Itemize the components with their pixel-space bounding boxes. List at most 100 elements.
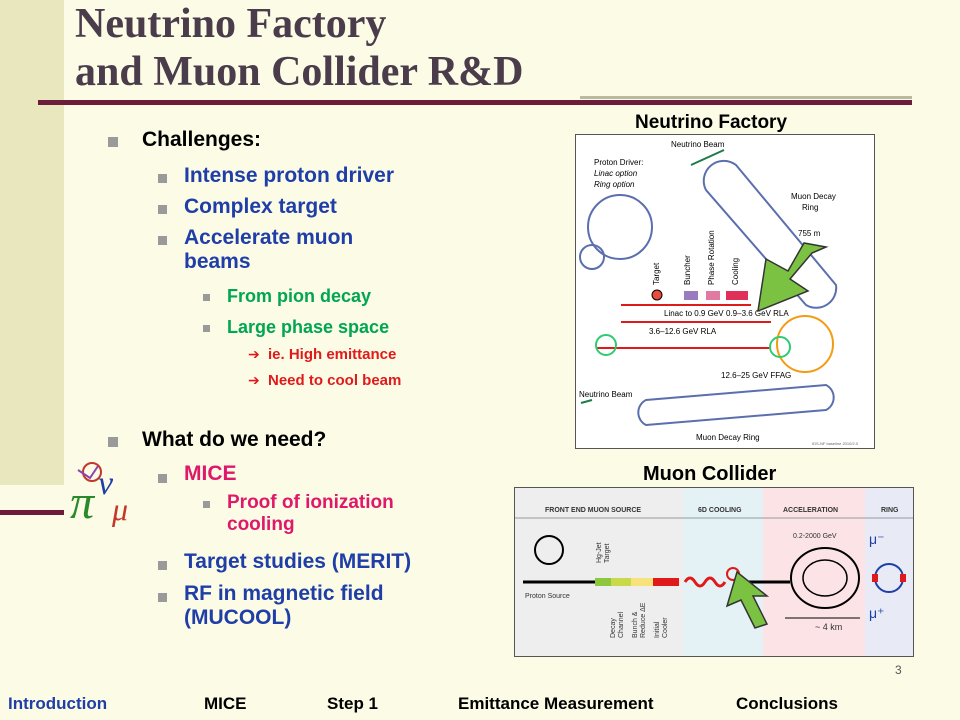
bullet-accelerate: Accelerate muon beams — [184, 226, 353, 274]
mc-ring-marker — [900, 574, 906, 582]
footer-conclusions[interactable]: Conclusions — [736, 694, 839, 713]
mc-initial-2: Cooler — [662, 617, 669, 638]
bullet-cool-beam: Need to cool beam — [268, 372, 402, 389]
bullet-rf-line-1: RF in magnetic field — [184, 582, 384, 605]
svg-text:π: π — [70, 476, 96, 528]
mc-cooling-wave — [683, 576, 727, 588]
bullet-proof-line-2: cooling — [227, 514, 295, 535]
mc-energy: 0.2-2000 GeV — [793, 533, 837, 540]
bullet-rf-line-2: (MUCOOL) — [184, 606, 292, 629]
bullet-square-icon — [108, 437, 118, 447]
mc-ring-label: RING — [881, 507, 899, 514]
bullet-complex-target: Complex target — [184, 195, 337, 218]
nf-beam-arrow-top — [690, 149, 725, 166]
nf-small-ring — [579, 244, 605, 270]
mc-ring-region — [865, 488, 913, 656]
svg-text:μ: μ — [111, 491, 128, 527]
nf-ffag-ring — [776, 315, 834, 373]
nf-neutrino-beam-bottom: Neutrino Beam — [579, 390, 633, 399]
bullet-square-icon — [158, 593, 167, 602]
nf-cooling-block — [726, 291, 748, 300]
nf-proton-ring — [587, 194, 653, 260]
mc-front-end-region — [515, 488, 683, 656]
mc-hgjet-2: Target — [604, 543, 611, 563]
mc-proton-source: Proton Source — [525, 593, 570, 600]
mc-channel-blocks — [595, 578, 679, 586]
right-arrow-icon: ➔ — [248, 346, 260, 362]
mc-decay-block — [595, 578, 611, 586]
nf-neutrino-beam-top: Neutrino Beam — [671, 140, 725, 149]
bullet-square-icon — [158, 236, 167, 245]
neutrino-factory-diagram: Neutrino Beam Proton Driver: Linac optio… — [575, 134, 875, 449]
nf-rla2: 3.6–12.6 GeV RLA — [649, 327, 717, 336]
footer-step1[interactable]: Step 1 — [327, 694, 379, 713]
mc-length: ~ 4 km — [815, 622, 842, 632]
mc-accel-ring-inner — [802, 559, 848, 597]
bullet-square-icon — [203, 325, 210, 332]
bullet-square-icon — [158, 561, 167, 570]
bullet-rf: RF in magnetic field (MUCOOL) — [184, 582, 384, 630]
sidebar-rule — [0, 510, 64, 515]
mc-accel-ring — [790, 547, 860, 609]
mc-decay-2: Channel — [618, 611, 625, 638]
nf-linac: Linac to 0.9 GeV — [664, 309, 724, 318]
bullet-pion-decay: From pion decay — [227, 286, 372, 306]
nf-rla1: 0.9–3.6 GeV RLA — [726, 309, 789, 318]
slide-title: Neutrino Factory and Muon Collider R&D — [75, 0, 523, 96]
bullet-proton-driver: Intense proton driver — [184, 164, 395, 187]
bullet-square-icon — [108, 137, 118, 147]
footer-mice[interactable]: MICE — [204, 694, 247, 713]
bullet-what-need: What do we need? — [142, 428, 327, 451]
nf-phase-rotation-label: Phase Rotation — [707, 230, 716, 285]
mc-green-arrow-icon — [725, 570, 770, 629]
bullet-square-icon — [203, 501, 210, 508]
mc-mu-plus: μ⁺ — [869, 605, 884, 621]
svg-text:ν: ν — [98, 465, 114, 502]
mice-logo-icon: π ν μ — [70, 462, 128, 528]
bullet-accelerate-line-2: beams — [184, 250, 251, 273]
nf-muon-decay-ring-bottom-shape — [637, 383, 835, 427]
footer-emittance[interactable]: Emittance Measurement — [458, 694, 654, 713]
nf-phase-rotation-block — [706, 291, 720, 300]
nf-muon-decay-ring-bottom: Muon Decay Ring — [696, 433, 760, 442]
mc-acceleration-label: ACCELERATION — [783, 507, 838, 514]
nf-buncher-label: Buncher — [683, 255, 692, 285]
nf-muon-decay-ring-1: Muon Decay — [791, 192, 836, 201]
mc-bunch-2: Reduce ΔE — [640, 602, 647, 638]
bullet-square-icon — [158, 174, 167, 183]
footer-nav: Introduction MICE Step 1 Emittance Measu… — [0, 692, 960, 720]
bullet-accelerate-line-1: Accelerate muon — [184, 226, 354, 249]
bullet-emittance: ie. High emittance — [268, 346, 397, 363]
title-line-2: and Muon Collider R&D — [75, 49, 524, 95]
title-rule — [38, 100, 912, 105]
nf-target-label: Target — [652, 262, 661, 285]
bullet-phase-space: Large phase space — [227, 317, 390, 337]
bullet-target-studies: Target studies (MERIT) — [184, 550, 412, 573]
nf-muon-decay-ring — [702, 159, 838, 309]
title-line-1: Neutrino Factory — [75, 1, 387, 47]
nf-distance: 755 m — [798, 229, 821, 238]
bullet-mice: MICE — [184, 462, 237, 485]
mc-diagram-title: Muon Collider — [643, 463, 777, 485]
bullet-square-icon — [203, 294, 210, 301]
nf-beam-arrow-bottom — [580, 399, 593, 404]
bullet-proof: Proof of ionization cooling — [227, 492, 394, 536]
mc-bunch-block — [631, 578, 653, 586]
footer-introduction[interactable]: Introduction — [8, 694, 108, 713]
nf-proton-driver: Proton Driver: — [594, 158, 643, 167]
nf-target-marker — [651, 289, 663, 301]
mc-proton-ring — [534, 535, 564, 565]
nf-credit: IDS-NF baseline 2010/2.0 — [812, 441, 859, 446]
bullet-square-icon — [158, 474, 167, 483]
mc-hgjet-1: Hg-Jet — [596, 542, 603, 563]
mc-cooling-region — [683, 488, 763, 656]
nf-green-loop — [769, 336, 791, 358]
mc-ring-marker — [872, 574, 878, 582]
bullet-challenges: Challenges: — [142, 128, 262, 151]
nf-cooling-label: Cooling — [731, 258, 740, 285]
nf-ffag: 12.6–25 GeV FFAG — [721, 371, 791, 380]
nf-muon-decay-ring-2: Ring — [802, 203, 818, 212]
page-number: 3 — [895, 663, 902, 677]
sidebar-band — [0, 0, 64, 485]
bullet-square-icon — [158, 205, 167, 214]
